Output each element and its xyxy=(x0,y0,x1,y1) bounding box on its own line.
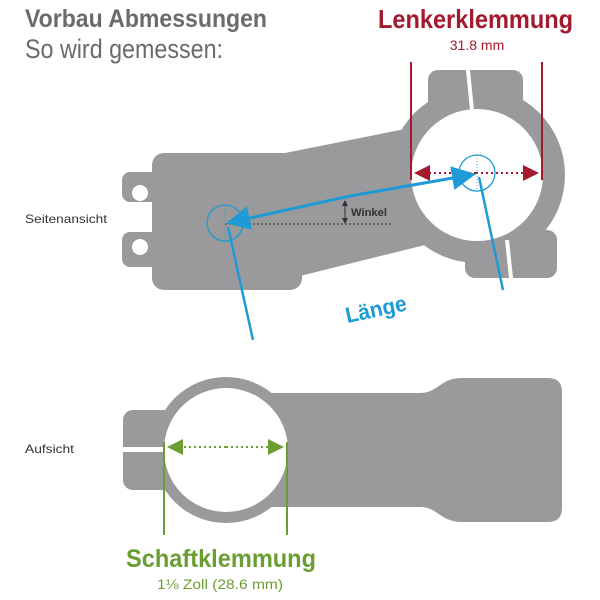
side-view-label: Seitenansicht xyxy=(25,212,108,226)
angle-label: Winkel xyxy=(351,207,387,219)
handlebar-clamp-title: Lenkerklemmung xyxy=(378,4,573,34)
page-title: Vorbau Abmessungen xyxy=(25,5,267,33)
length-label: Länge xyxy=(343,291,409,328)
side-view-cutouts xyxy=(132,70,543,278)
steerer-clamp-value: 1⅛ Zoll (28.6 mm) xyxy=(157,576,283,592)
top-view-slot xyxy=(120,447,170,452)
steerer-hole xyxy=(164,388,288,512)
length-leader-line xyxy=(226,226,255,341)
handlebar-clamp-value: 31.8 mm xyxy=(450,37,504,53)
steerer-clamp-title: Schaftklemmung xyxy=(126,545,316,573)
length-arrow xyxy=(349,166,476,198)
page-subtitle: So wird gemessen: xyxy=(25,34,223,64)
length-arrow xyxy=(226,194,351,230)
top-view-label: Aufsicht xyxy=(25,442,75,456)
length-leader-line xyxy=(477,176,505,291)
